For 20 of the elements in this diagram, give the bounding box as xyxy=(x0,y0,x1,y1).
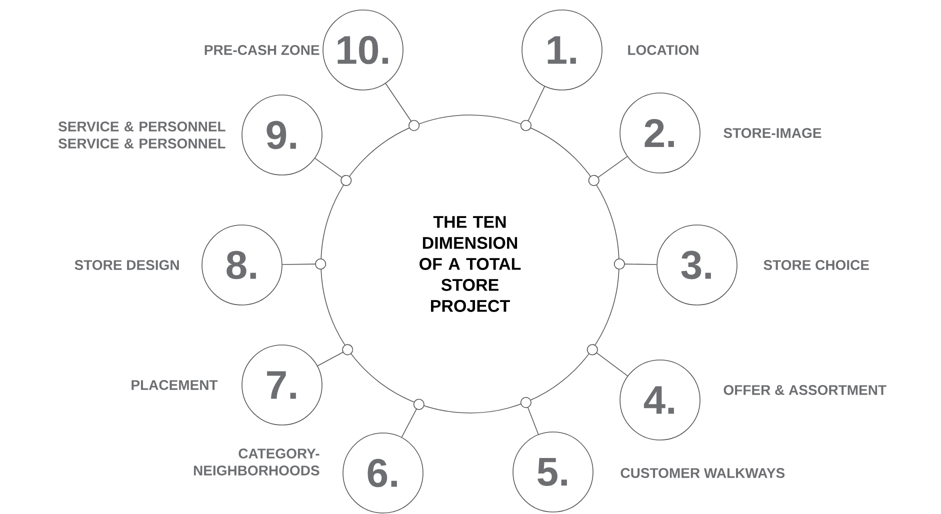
item-label: CATEGORY- NEIGHBORHOODS xyxy=(194,448,320,476)
item-label: STORE-IMAGE xyxy=(724,128,822,138)
connector-line xyxy=(614,258,658,270)
item-label: CUSTOMER WALKWAYS xyxy=(620,468,785,478)
connector-line xyxy=(317,344,354,366)
item-label: PLACEMENT xyxy=(132,380,218,390)
connector-line xyxy=(314,158,352,186)
connector-line xyxy=(401,398,424,438)
connector-line xyxy=(385,83,420,131)
item-label: LOCATION xyxy=(628,45,698,55)
connector-line xyxy=(520,86,545,131)
item-label: STORE DESIGN xyxy=(74,260,179,270)
item-label: SERVICE & PERSONNEL SERVICE & PERSONNEL xyxy=(58,122,226,148)
item-label: OFFER & ASSORTMENT xyxy=(724,385,886,395)
item-label: PRE-CASH ZONE xyxy=(204,45,320,55)
connector-line xyxy=(520,397,539,435)
connector-line xyxy=(586,344,628,376)
connector-line xyxy=(588,156,628,186)
item-label: STORE CHOICE xyxy=(764,260,869,270)
connector-line xyxy=(282,258,326,270)
